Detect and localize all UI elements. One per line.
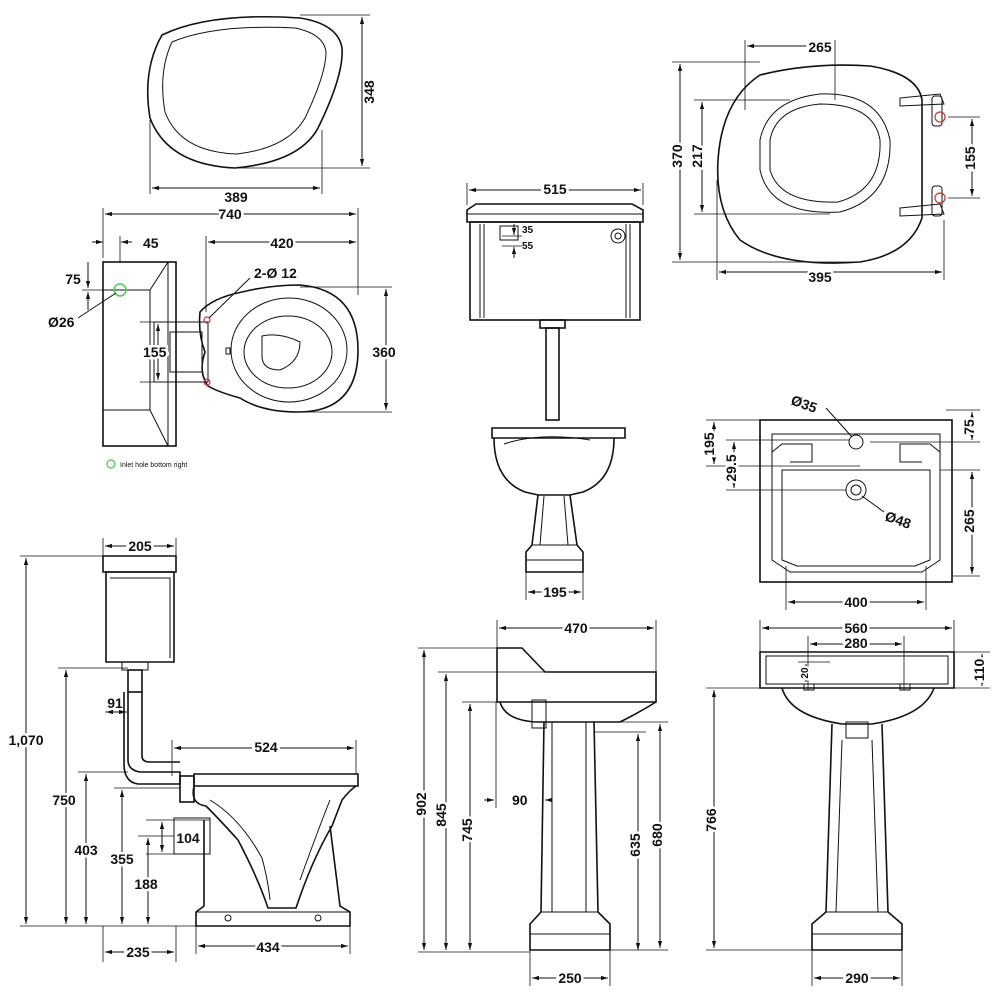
dim-rim-depth: 110 <box>971 658 987 681</box>
dim-basin-width: 400 <box>844 594 868 610</box>
dim-tap-hole: Ø35 <box>789 392 820 416</box>
dim-cistern-offset: 45 <box>143 235 159 251</box>
dim-basin-side-depth: 470 <box>564 620 588 636</box>
hinge-hole-bottom <box>934 192 946 204</box>
dim-tap-height: 20 <box>800 667 811 679</box>
dim-wall-offset: 90 <box>512 792 528 808</box>
inlet-note: Inlet hole bottom right <box>120 462 187 469</box>
dim-waste-hole: Ø48 <box>883 508 914 532</box>
inlet-hole-marker <box>113 283 127 297</box>
dim-pedestal-height: 680 <box>649 823 665 847</box>
dim-cistern-base-height: 750 <box>52 792 76 808</box>
dim-seat-depth: 348 <box>361 80 377 104</box>
dim-seat-overall-width: 395 <box>808 269 832 285</box>
dim-total-height: 1,070 <box>8 732 43 748</box>
basin-front-view: 560 280 20 110 766 2 <box>701 618 990 989</box>
dim-bowl-length: 420 <box>270 235 294 251</box>
dim-hinge-spacing: 155 <box>962 146 978 170</box>
dim-cistern-depth: 205 <box>128 538 152 554</box>
dim-footprint: 434 <box>256 939 280 955</box>
dim-seat-inner-depth: 217 <box>689 144 705 168</box>
dim-cistern-width: 515 <box>543 181 567 197</box>
dim-seat-inner-top: 265 <box>808 39 832 55</box>
inlet-legend-icon <box>106 459 116 469</box>
dim-pan-width: 360 <box>372 344 396 360</box>
hinge-hole-top <box>934 111 946 123</box>
dim-basin-overall-height: 902 <box>413 792 429 816</box>
dim-basin-front-width: 560 <box>844 620 868 636</box>
seat-detail-view: 265 155 370 217 395 <box>667 37 981 288</box>
dim-inlet-height: 403 <box>74 842 98 858</box>
dim-basin-underside-height: 745 <box>459 818 475 842</box>
dim-tap-centres: 280 <box>844 635 868 651</box>
fixing-hole-bottom <box>203 378 211 386</box>
dim-seat-width: 389 <box>224 189 248 205</box>
dim-pan-length: 524 <box>254 739 278 755</box>
dim-inlet-offset: 75 <box>65 271 81 287</box>
dim-basin-bowl-depth: 265 <box>961 509 977 533</box>
dim-pedestal-base: 195 <box>543 584 567 600</box>
dim-outlet-diameter: 104 <box>176 830 200 846</box>
dim-cistern-a: 35 <box>522 225 534 236</box>
dim-outlet-centre: 188 <box>134 876 158 892</box>
dim-front-waste-height: 766 <box>703 808 719 832</box>
seat-top-view: 389 348 <box>146 14 377 205</box>
dim-flush-offset: 91 <box>107 695 123 711</box>
dim-fixing-spacing: 155 <box>143 344 167 360</box>
dim-seat-overall-depth: 370 <box>669 144 685 168</box>
dim-overall-length: 740 <box>218 206 242 222</box>
dim-cistern-b: 55 <box>522 241 534 252</box>
dim-outlet-height: 355 <box>110 851 134 867</box>
basin-side-view: 470 902 845 745 90 635 680 <box>411 618 668 989</box>
dim-waste-height: 635 <box>627 833 643 857</box>
dim-basin-depth: 195 <box>701 432 717 456</box>
fixing-hole-top <box>203 316 211 324</box>
basin-plan-view: Ø35 Ø48 195 29.5 75 265 400 <box>699 392 980 613</box>
dim-wall-to-outlet: 235 <box>126 944 150 960</box>
dim-basin-rim-height: 845 <box>433 803 449 827</box>
dim-basin-side-base: 250 <box>558 970 582 986</box>
dim-front-base: 290 <box>845 970 869 986</box>
cistern-front-view: 515 35 55 195 <box>466 179 644 603</box>
pan-plan-view: 740 420 45 75 Ø26 155 <box>48 204 398 470</box>
wc-side-view: 205 91 104 1,070 75 <box>6 536 359 963</box>
dim-fixing-holes: 2-Ø 12 <box>254 265 297 281</box>
dim-inlet-diameter: Ø26 <box>48 314 75 330</box>
dim-basin-rim: 29.5 <box>723 454 739 481</box>
dim-basin-back: 75 <box>961 419 977 435</box>
